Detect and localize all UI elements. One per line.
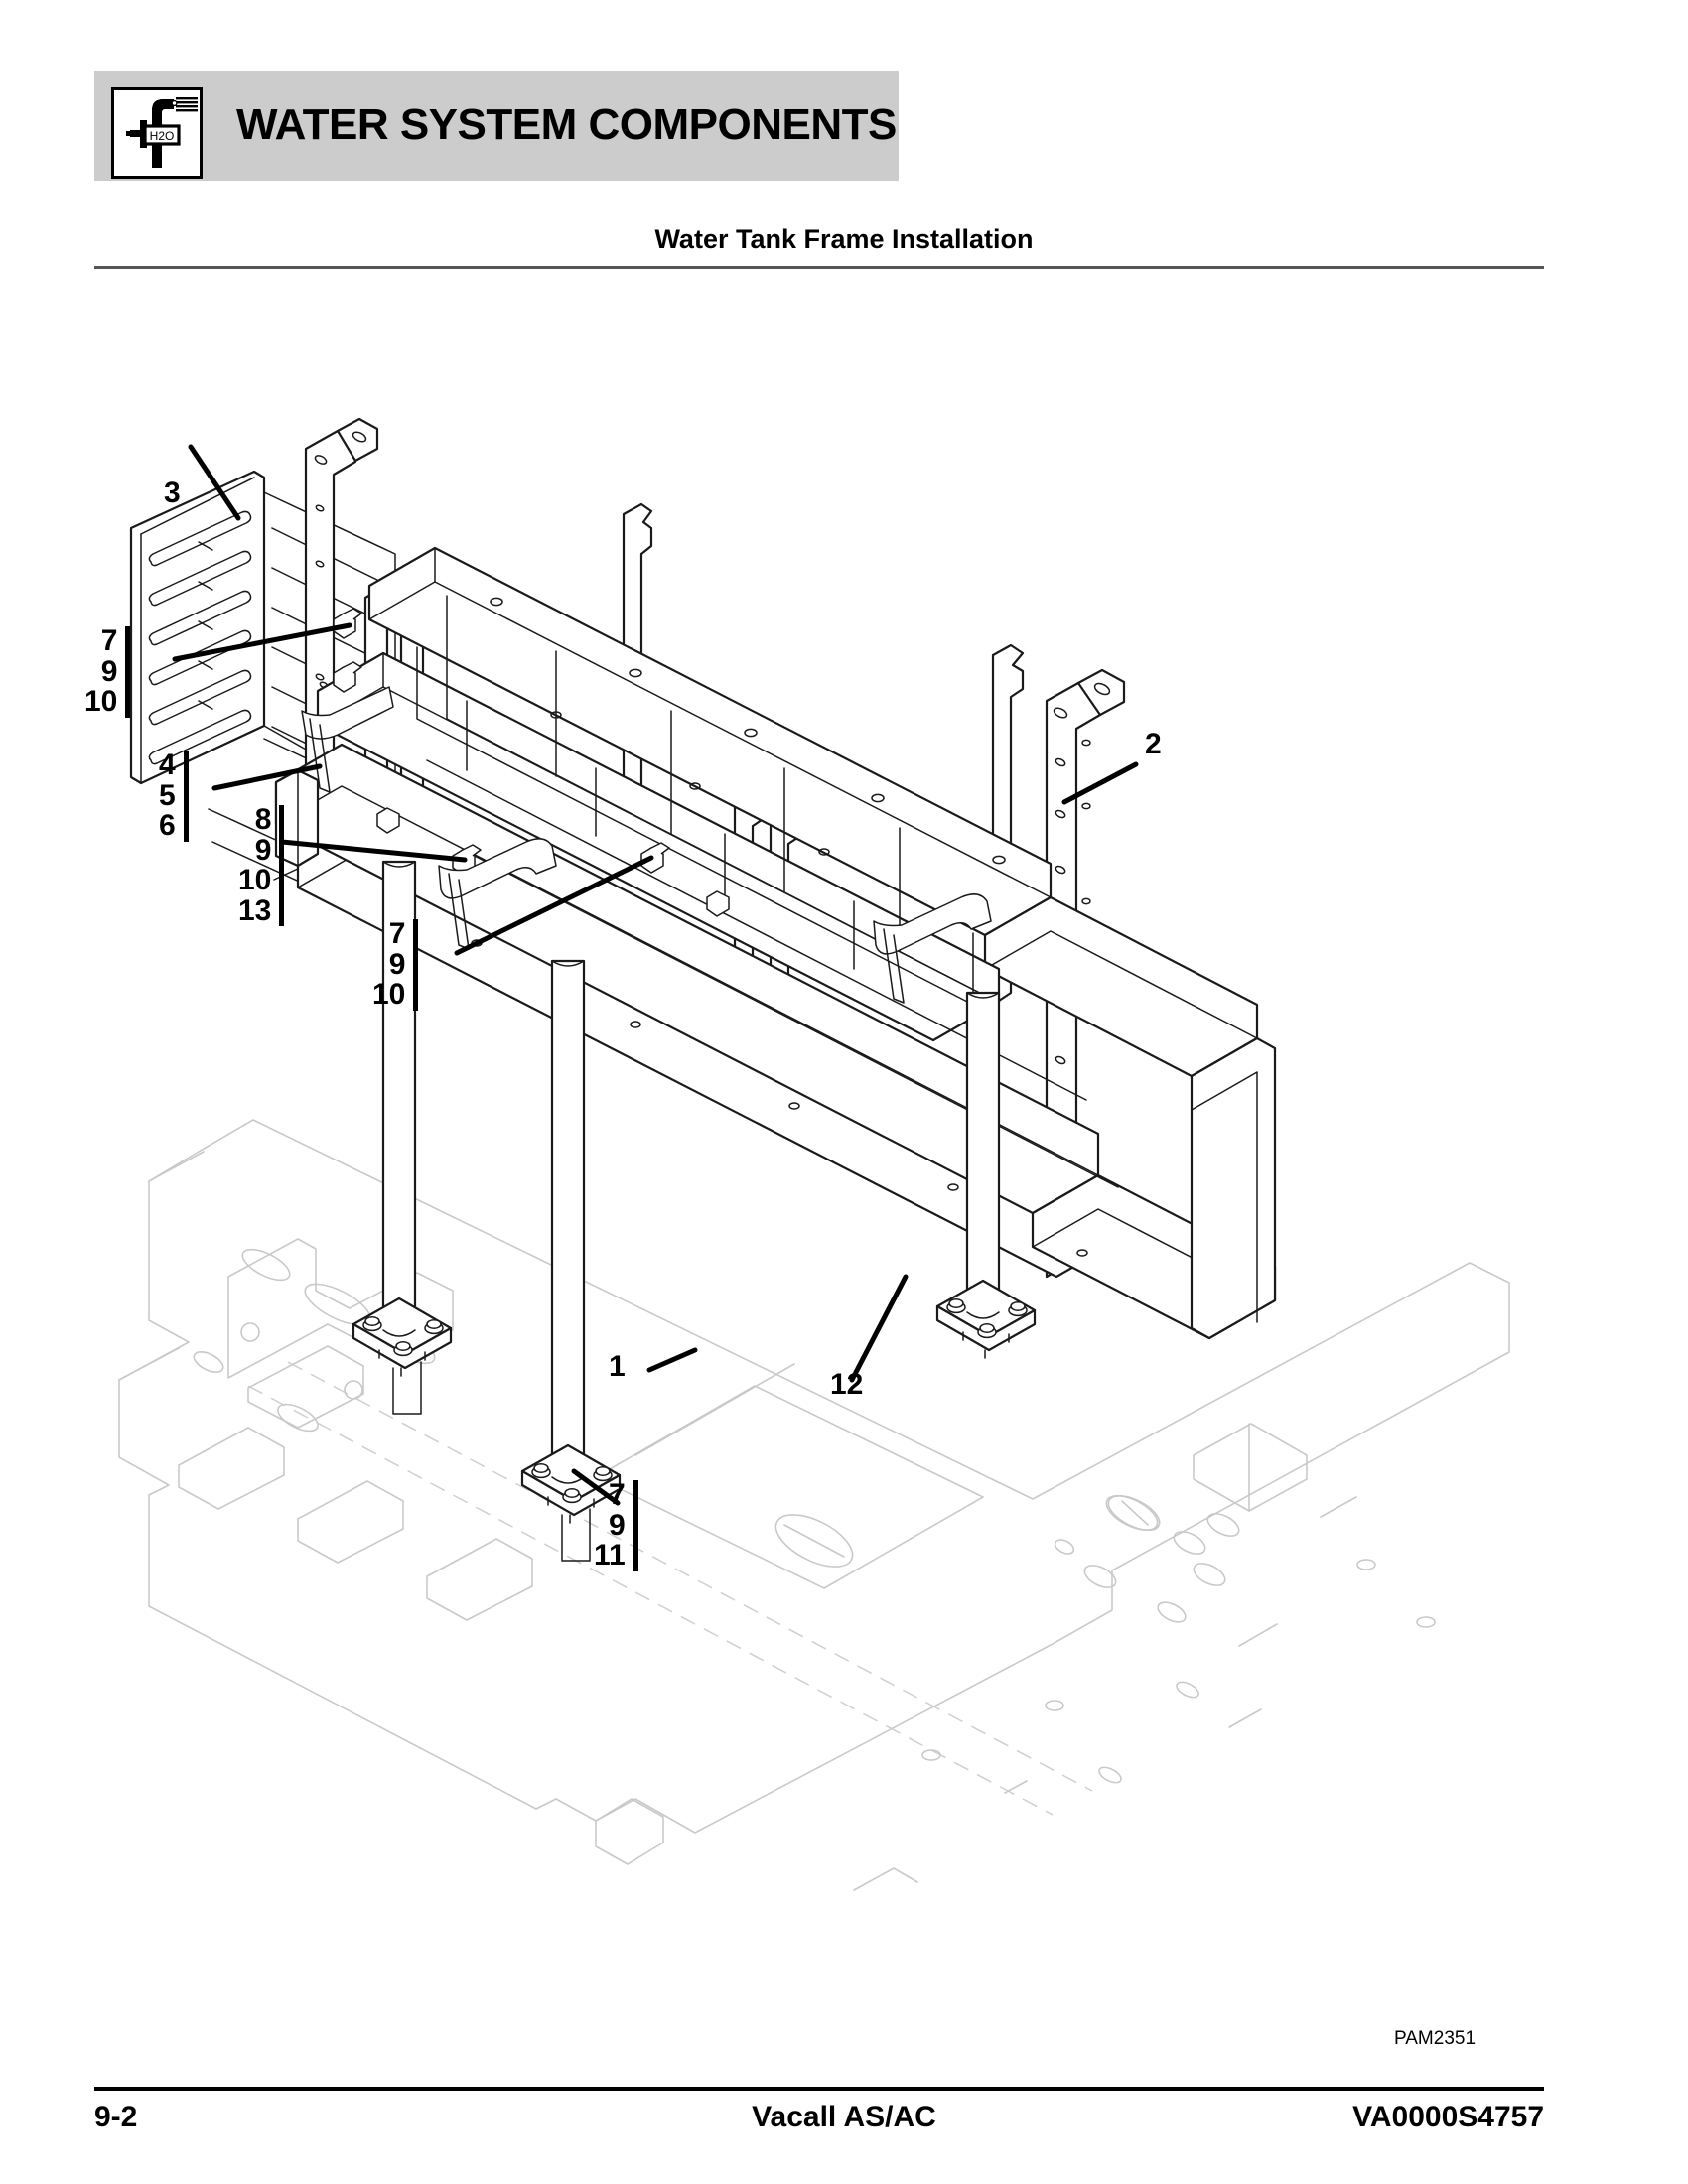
water-valve-h2o-icon: H2O — [111, 87, 203, 179]
callout-label: 5 — [159, 778, 176, 812]
callout-group-4-5-6: 4 5 6 — [159, 749, 189, 843]
leader-item-12 — [849, 1274, 909, 1383]
callout-label: 9 — [388, 947, 406, 981]
support-leg-center — [520, 959, 622, 1562]
leader-item-2 — [1061, 761, 1139, 805]
leader-8-9-10-13 — [279, 839, 468, 863]
callout-label: 7 — [100, 624, 118, 657]
callout-label: 4 — [159, 749, 176, 781]
callout-label: 10 — [238, 864, 272, 897]
callout-label: 8 — [254, 803, 272, 836]
support-leg-left — [352, 860, 453, 1415]
frame-rails — [274, 546, 1277, 1340]
rail-fasteners — [471, 597, 1088, 1257]
callout-label: 9 — [100, 654, 118, 688]
subtitle-divider — [94, 266, 1544, 269]
section-header-banner — [94, 71, 899, 181]
leader-7-9-10-a — [172, 622, 352, 662]
leader-item-3 — [188, 444, 241, 521]
leader-4-5-6 — [211, 763, 323, 791]
callout-bracket — [279, 805, 285, 927]
ghost-chassis-outline — [118, 1119, 1510, 1891]
callout-bracket — [633, 1480, 638, 1571]
callout-label: 9 — [254, 833, 272, 867]
hex-nuts — [333, 608, 730, 917]
callout-item-1: 1 — [609, 1350, 626, 1383]
support-leg-right — [935, 991, 1037, 1359]
callout-label: 10 — [372, 978, 406, 1012]
callout-bracket — [125, 626, 131, 718]
drawing-id: PAM2351 — [1394, 2028, 1477, 2049]
callout-item-12: 12 — [830, 1368, 864, 1401]
model-name: Vacall AS/AC — [752, 2101, 936, 2133]
leader-7-9-10-b — [454, 855, 654, 956]
callout-group-7-9-10-mid: 7 9 10 — [372, 917, 419, 1012]
gusset-plates — [301, 686, 992, 1004]
callout-label: 6 — [159, 809, 176, 843]
callout-label: 7 — [609, 1478, 626, 1511]
callout-label: 10 — [84, 685, 118, 719]
callout-bracket — [183, 751, 189, 842]
leader-lines — [172, 444, 1139, 1506]
leader-7-9-11 — [571, 1468, 621, 1506]
callout-group-7-9-11: 7 9 11 — [594, 1478, 638, 1572]
callout-label: 9 — [609, 1508, 626, 1542]
callout-item-3: 3 — [164, 477, 181, 509]
footer-divider — [94, 2087, 1544, 2091]
icon-h2o-text: H2O — [150, 129, 175, 143]
leader-item-1 — [646, 1347, 698, 1373]
document-number: VA0000S4757 — [1352, 2101, 1544, 2133]
figure-subtitle: Water Tank Frame Installation — [654, 224, 1034, 254]
page-number: 9-2 — [94, 2101, 138, 2133]
page-title: WATER SYSTEM COMPONENTS — [236, 100, 897, 149]
callout-item-2: 2 — [1145, 728, 1162, 760]
callout-label: 13 — [238, 893, 272, 927]
callout-group-7-9-10-upper: 7 9 10 — [84, 624, 131, 719]
callout-label: 7 — [388, 917, 406, 950]
callout-group-8-9-10-13: 8 9 10 13 — [238, 803, 285, 927]
assembly-diagram: .hv { fill:none; stroke:#1a1a1a; stroke-… — [0, 298, 1688, 1985]
callout-label: 11 — [594, 1539, 626, 1572]
callout-bracket — [413, 919, 419, 1011]
